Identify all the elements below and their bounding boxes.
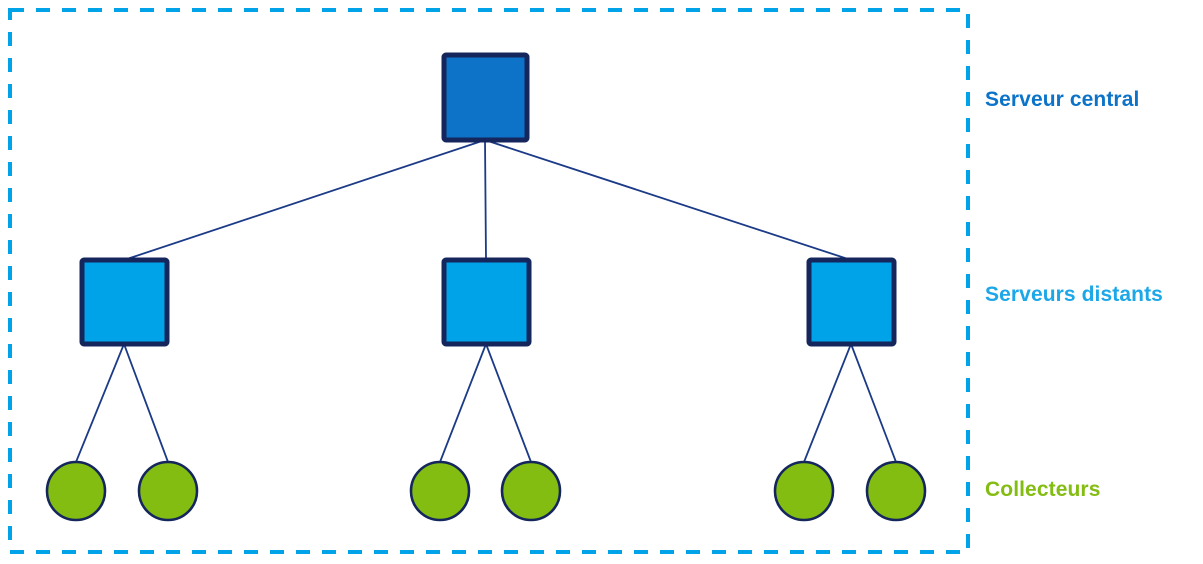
link-central-remote-2 xyxy=(484,139,487,261)
legend-label-central: Serveur central xyxy=(985,88,1140,111)
link-remote2-collector-3 xyxy=(439,343,487,463)
link-central-remote-1 xyxy=(123,139,486,261)
nodes-layer xyxy=(45,52,927,522)
legend-label-remote: Serveurs distants xyxy=(985,283,1163,306)
boundary-layer xyxy=(8,8,970,554)
remote-server-node-1[interactable] xyxy=(79,257,170,347)
links-layer xyxy=(75,139,897,463)
central-server-node[interactable] xyxy=(441,52,530,143)
link-remote3-collector-6 xyxy=(850,343,897,463)
collector-node-5[interactable] xyxy=(773,460,835,522)
dashed-boundary xyxy=(8,8,970,554)
legend-label-collector: Collecteurs xyxy=(985,478,1101,501)
link-remote2-collector-4 xyxy=(485,343,532,463)
collector-node-3[interactable] xyxy=(409,460,471,522)
remote-server-node-3[interactable] xyxy=(806,257,897,347)
link-remote3-collector-5 xyxy=(803,343,852,463)
collector-node-1[interactable] xyxy=(45,460,107,522)
link-central-remote-3 xyxy=(484,139,852,261)
collector-node-4[interactable] xyxy=(500,460,562,522)
collector-node-6[interactable] xyxy=(865,460,927,522)
link-remote1-collector-1 xyxy=(75,343,125,463)
remote-server-node-2[interactable] xyxy=(441,257,532,347)
link-remote1-collector-2 xyxy=(123,343,169,463)
collector-node-2[interactable] xyxy=(137,460,199,522)
